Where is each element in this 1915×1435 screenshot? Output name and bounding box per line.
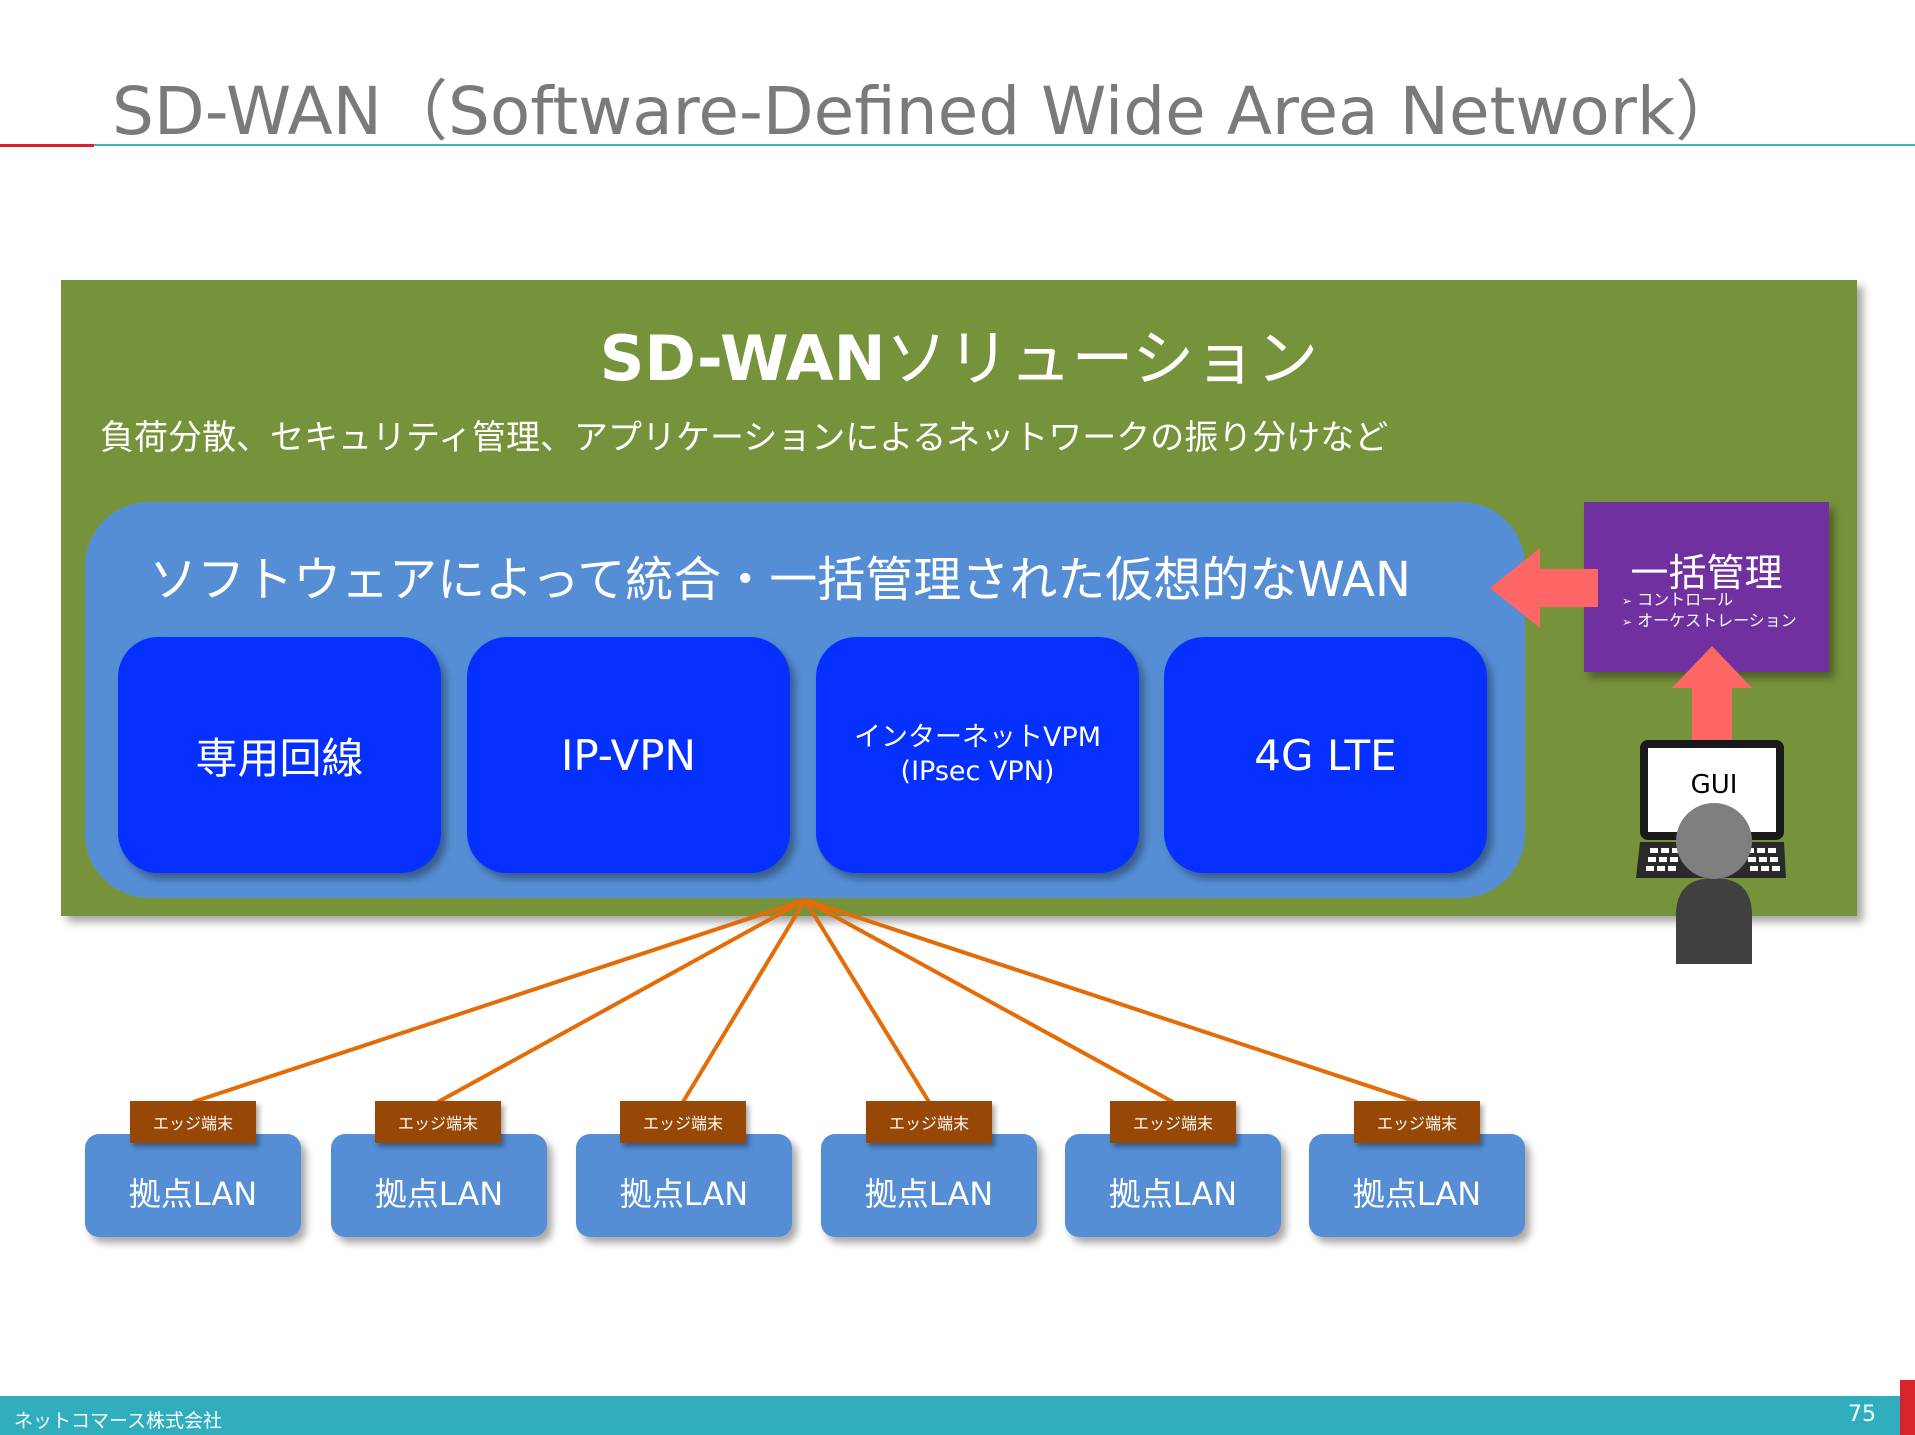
bullet-arrow-icon: ➢ <box>1622 615 1633 629</box>
edge-device: エッジ端末 <box>1354 1101 1480 1143</box>
connector-line <box>681 898 807 1104</box>
virtual-wan-title: ソフトウェアによって統合・一括管理された仮想的なWAN <box>149 552 1411 608</box>
solution-title: SD-WANソリューション <box>61 308 1857 398</box>
title-rule-accent <box>0 144 94 147</box>
user-icon <box>1676 803 1752 964</box>
connector-line <box>804 898 1418 1104</box>
site-lan: 拠点LAN <box>1309 1134 1525 1237</box>
solution-title-rest: ソリューション <box>885 322 1319 395</box>
edge-device: エッジ端末 <box>375 1101 501 1143</box>
management-list: ➢コントロール ➢オーケストレーション <box>1622 590 1797 632</box>
footer-bar <box>0 1396 1915 1435</box>
line-label: 専用回線 <box>195 733 364 783</box>
arrow-up-icon <box>1672 646 1752 752</box>
gui-label: GUI <box>1690 770 1738 800</box>
management-item: ➢オーケストレーション <box>1622 611 1797 630</box>
company-name: ネットコマース株式会社 <box>14 1410 223 1432</box>
site-lan: 拠点LAN <box>85 1134 301 1237</box>
title-rule <box>94 144 1915 146</box>
management-title: 一括管理 <box>1630 551 1783 595</box>
connector-line <box>804 898 1174 1104</box>
line-label: インターネットVPM (IPsec VPN) <box>853 722 1102 787</box>
line-internet-vpn: インターネットVPM (IPsec VPN) <box>816 637 1139 873</box>
connector-line <box>803 898 931 1104</box>
footer-accent <box>1900 1380 1915 1435</box>
site-lan: 拠点LAN <box>331 1134 547 1237</box>
edge-device: エッジ端末 <box>1110 1101 1236 1143</box>
edge-device: エッジ端末 <box>620 1101 746 1143</box>
central-management-box: 一括管理 ➢コントロール ➢オーケストレーション <box>1584 502 1829 672</box>
page-number: 75 <box>1848 1402 1876 1427</box>
line-ip-vpn: IP-VPN <box>467 637 790 873</box>
connector-lines <box>192 898 1418 1104</box>
solution-subtitle: 負荷分散、セキュリティ管理、アプリケーションによるネットワークの振り分けなど <box>100 418 1389 458</box>
line-dedicated: 専用回線 <box>118 637 441 873</box>
management-item: ➢コントロール <box>1622 590 1734 609</box>
slide-title: SD-WAN（Software-Defined Wide Area Networ… <box>112 73 1742 150</box>
edge-device: エッジ端末 <box>866 1101 992 1143</box>
site-lan: 拠点LAN <box>821 1134 1037 1237</box>
site-lan: 拠点LAN <box>576 1134 792 1237</box>
edge-device: エッジ端末 <box>130 1101 256 1143</box>
solution-title-bold: SD-WAN <box>599 322 886 395</box>
connector-line <box>192 898 806 1104</box>
line-label: 4G LTE <box>1254 730 1397 780</box>
connector-line <box>437 898 806 1104</box>
site-lan: 拠点LAN <box>1065 1134 1281 1237</box>
arrow-left-icon <box>1490 548 1598 628</box>
line-label: IP-VPN <box>561 730 696 780</box>
bullet-arrow-icon: ➢ <box>1622 594 1633 608</box>
line-4g-lte: 4G LTE <box>1164 637 1487 873</box>
